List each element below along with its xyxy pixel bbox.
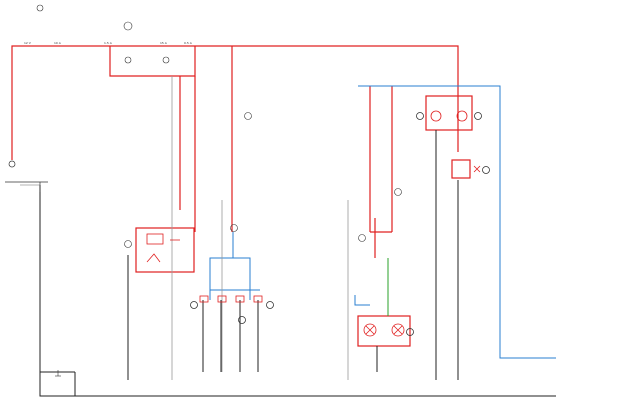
power-wires xyxy=(11,45,473,347)
battery-symbol xyxy=(5,160,48,192)
switch-group xyxy=(124,112,402,248)
wire-label: 10 A xyxy=(54,41,62,45)
legend-panel xyxy=(560,200,626,370)
wire-label: 0.5 A xyxy=(184,41,193,45)
top-labels: 12 V 10 A 1.5 A 15 A 0.5 A xyxy=(24,41,193,45)
wire-label: 12 V xyxy=(24,41,32,45)
motor-unit xyxy=(363,323,414,337)
signal-wires xyxy=(209,85,556,359)
ground-wires xyxy=(39,130,556,397)
headlamp-unit xyxy=(416,110,490,174)
lamp-cluster xyxy=(190,295,274,324)
wire-label: 15 A xyxy=(160,41,168,45)
fuse-block xyxy=(36,4,170,64)
ground-point xyxy=(55,370,61,377)
wire-label: 1.5 A xyxy=(104,41,113,45)
relay-module xyxy=(146,233,180,263)
auxiliary-wires xyxy=(20,76,349,380)
